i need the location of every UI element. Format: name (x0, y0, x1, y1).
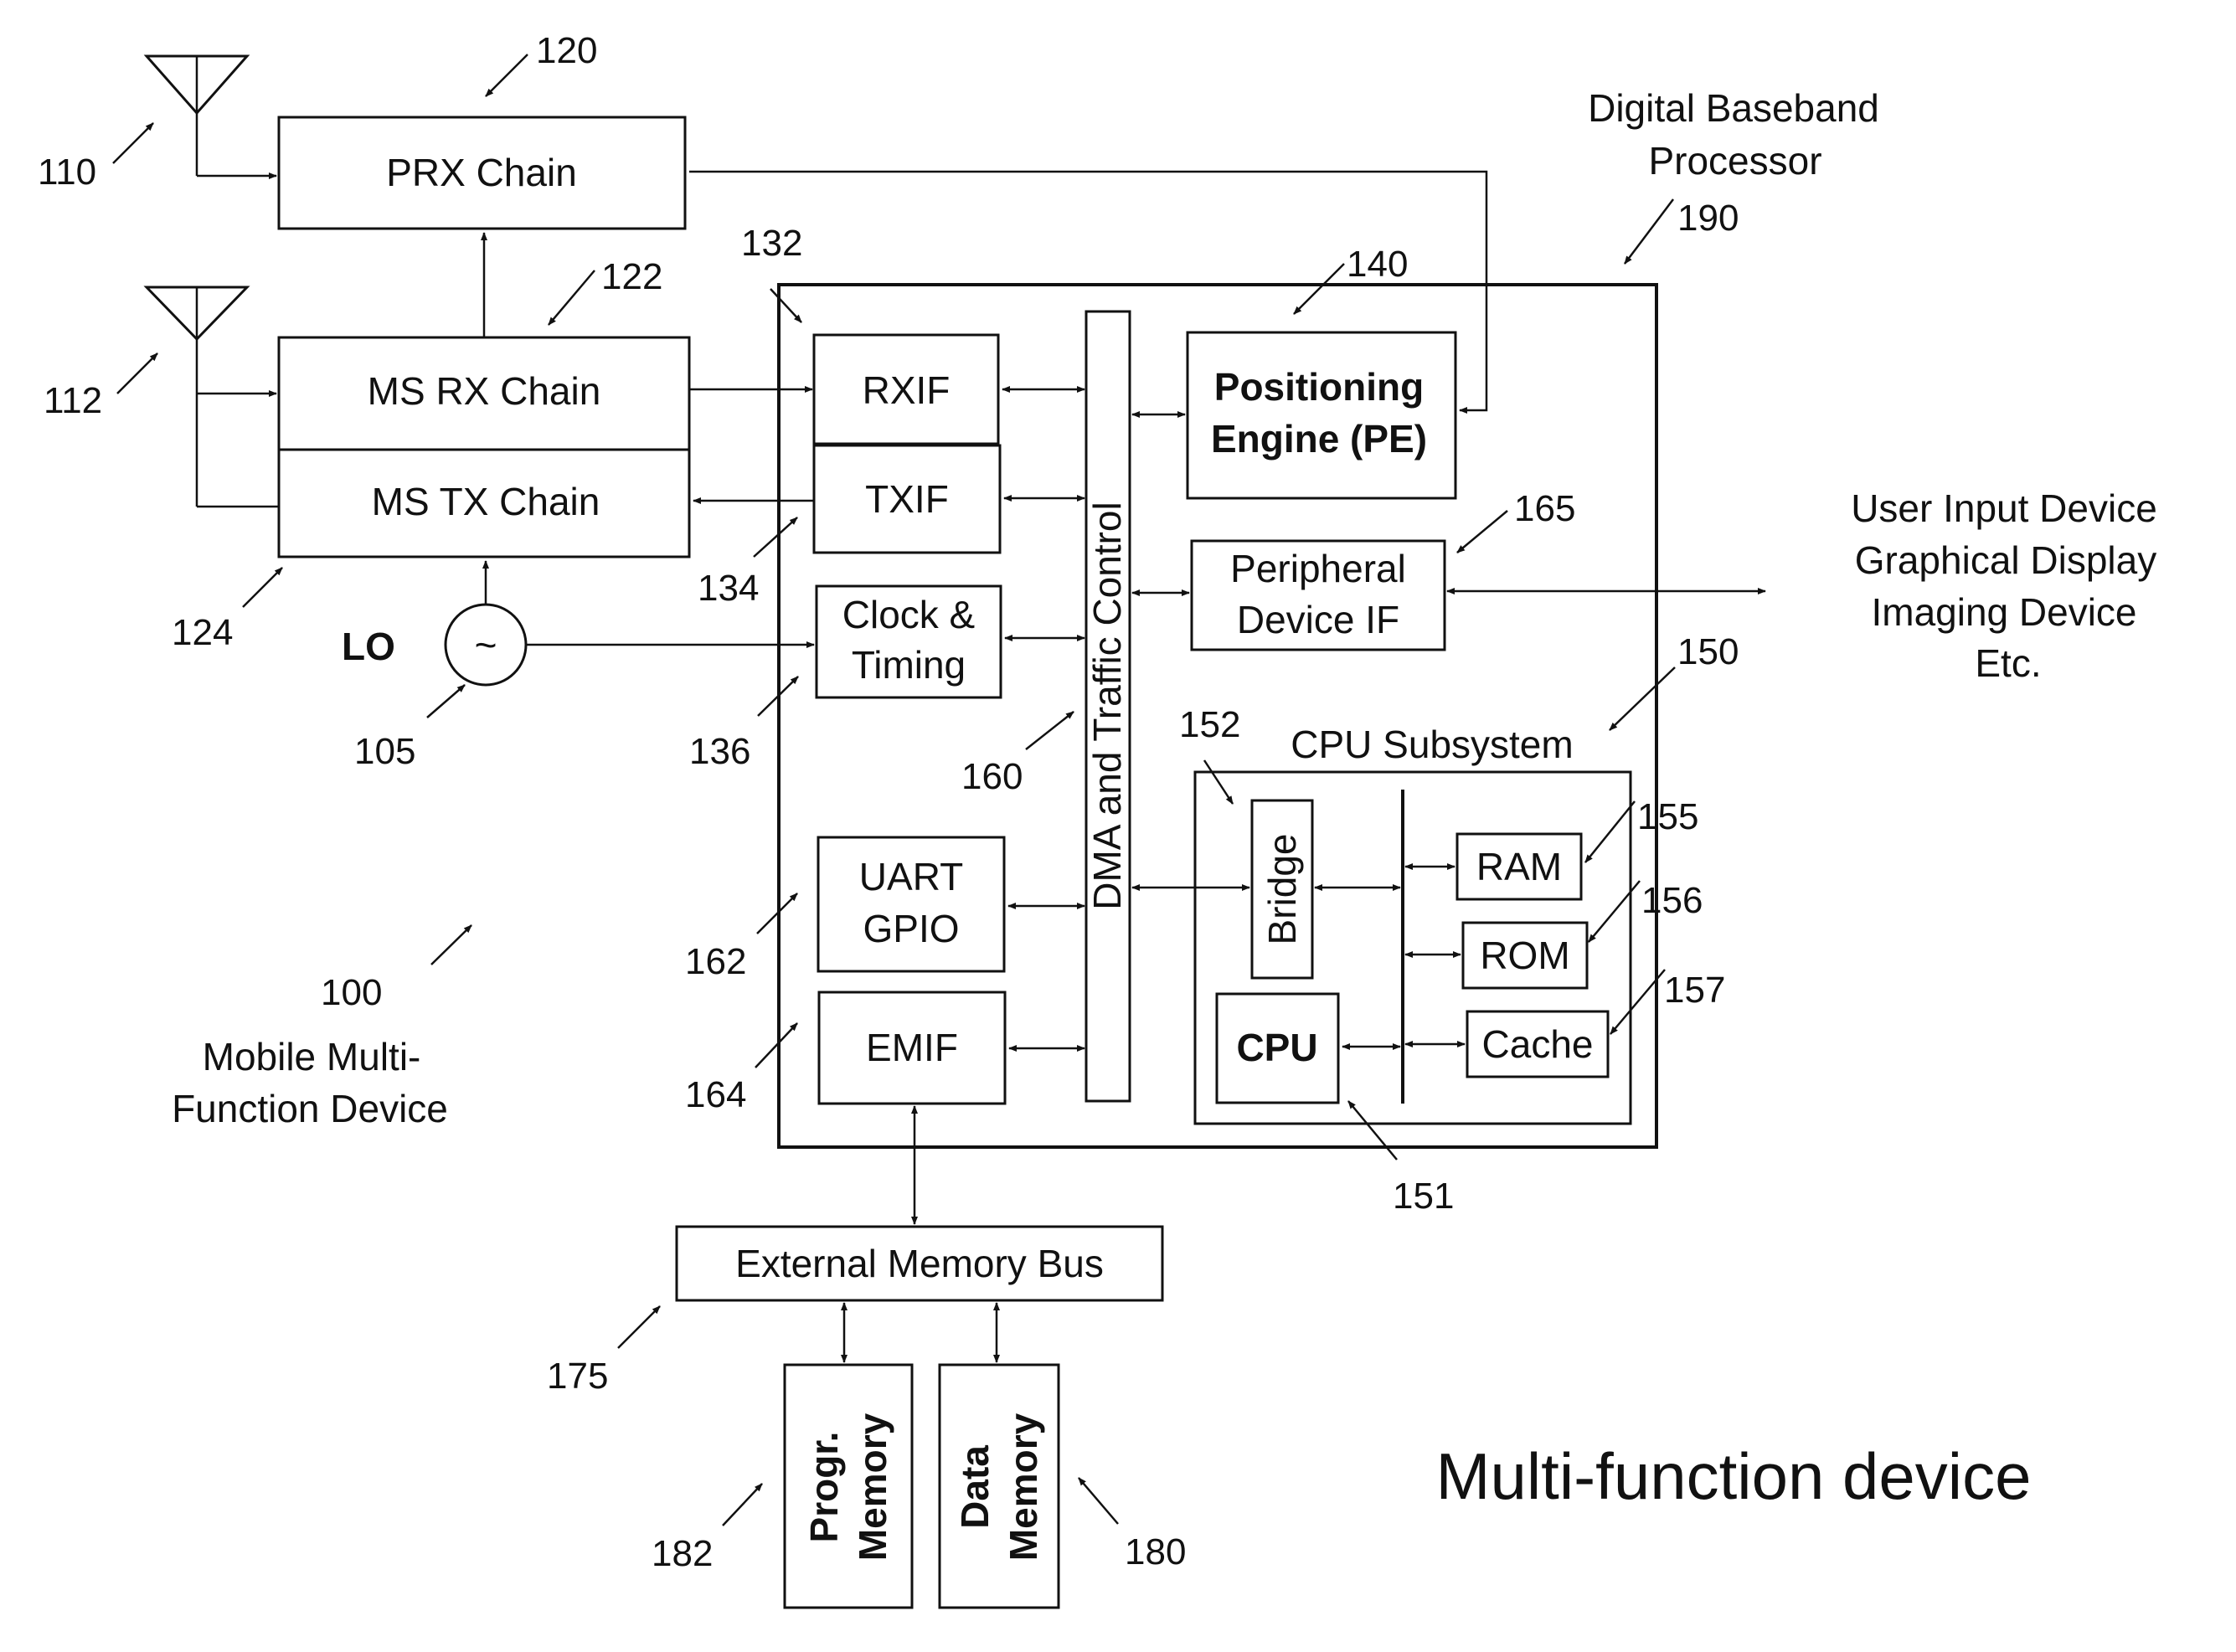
antenna-112-icon (147, 287, 281, 507)
user-devices-caption-3: Imaging Device (1871, 590, 2136, 634)
ref-162: 162 (685, 941, 746, 982)
ms-tx-chain-label: MS TX Chain (372, 480, 600, 523)
ref-120: 120 (536, 30, 597, 71)
device-if-label: Device IF (1237, 598, 1399, 641)
positioning-label: Positioning (1214, 365, 1424, 409)
device-caption-1: Mobile Multi- (203, 1035, 421, 1078)
rom-label: ROM (1480, 934, 1569, 977)
ref-140: 140 (1347, 244, 1408, 285)
user-devices-caption-4: Etc. (1975, 641, 2041, 685)
ref-190: 190 (1677, 198, 1739, 239)
engine-pe-label: Engine (PE) (1211, 417, 1427, 461)
bridge-label: Bridge (1260, 834, 1304, 945)
ref-112: 112 (44, 380, 102, 421)
ref-155: 155 (1637, 796, 1698, 837)
ref-122: 122 (601, 256, 662, 297)
ram-label: RAM (1476, 845, 1562, 888)
antenna-110-icon (147, 56, 276, 176)
ref-175: 175 (547, 1356, 608, 1397)
rxif-label: RXIF (863, 368, 951, 412)
dbp-caption-2: Processor (1648, 139, 1821, 183)
cpu-subsystem-label: CPU Subsystem (1291, 723, 1573, 766)
ref-160: 160 (961, 756, 1023, 797)
program-memory-label-2: Memory (851, 1413, 894, 1561)
dma-label: DMA and Traffic Control (1085, 502, 1129, 909)
uart-label: UART (859, 855, 963, 898)
ref-165: 165 (1514, 488, 1575, 529)
ref-180: 180 (1125, 1531, 1186, 1572)
timing-label: Timing (852, 643, 966, 687)
device-caption-2: Function Device (172, 1087, 448, 1130)
cache-label: Cache (1482, 1022, 1594, 1066)
txif-label: TXIF (865, 477, 949, 521)
figure-title: Multi-function device (1436, 1439, 2032, 1513)
ref-150: 150 (1677, 631, 1739, 672)
emif-label: EMIF (866, 1026, 958, 1069)
ref-132: 132 (741, 223, 802, 264)
program-memory-label-1: Progr. (802, 1432, 846, 1543)
ref-156: 156 (1641, 880, 1703, 921)
ref-151: 151 (1393, 1176, 1454, 1217)
positioning-engine-block (1188, 332, 1455, 498)
ref-110: 110 (38, 152, 96, 193)
user-devices-caption-2: Graphical Display (1855, 538, 2156, 582)
gpio-label: GPIO (863, 907, 959, 950)
lo-label: LO (342, 625, 395, 668)
ref-136: 136 (689, 731, 750, 772)
dbp-caption-1: Digital Baseband (1588, 86, 1879, 130)
ref-124: 124 (172, 612, 233, 653)
ref-100: 100 (321, 972, 382, 1013)
user-devices-caption-1: User Input Device (1851, 486, 2157, 530)
ms-rx-chain-label: MS RX Chain (368, 369, 601, 413)
ref-157: 157 (1664, 970, 1725, 1011)
ref-164: 164 (685, 1074, 746, 1115)
data-memory-label-1: Data (953, 1445, 997, 1529)
data-memory-label-2: Memory (1002, 1413, 1045, 1561)
oscillator-symbol: ~ (475, 623, 497, 666)
prx-chain-label: PRX Chain (386, 151, 577, 194)
peripheral-label: Peripheral (1230, 547, 1406, 590)
external-memory-bus-label: External Memory Bus (735, 1242, 1104, 1285)
cpu-label: CPU (1236, 1026, 1317, 1069)
ref-105: 105 (354, 731, 415, 772)
clock-label: Clock & (842, 593, 975, 636)
ref-182: 182 (652, 1533, 713, 1574)
ref-134: 134 (698, 568, 759, 609)
ref-152: 152 (1179, 704, 1240, 745)
